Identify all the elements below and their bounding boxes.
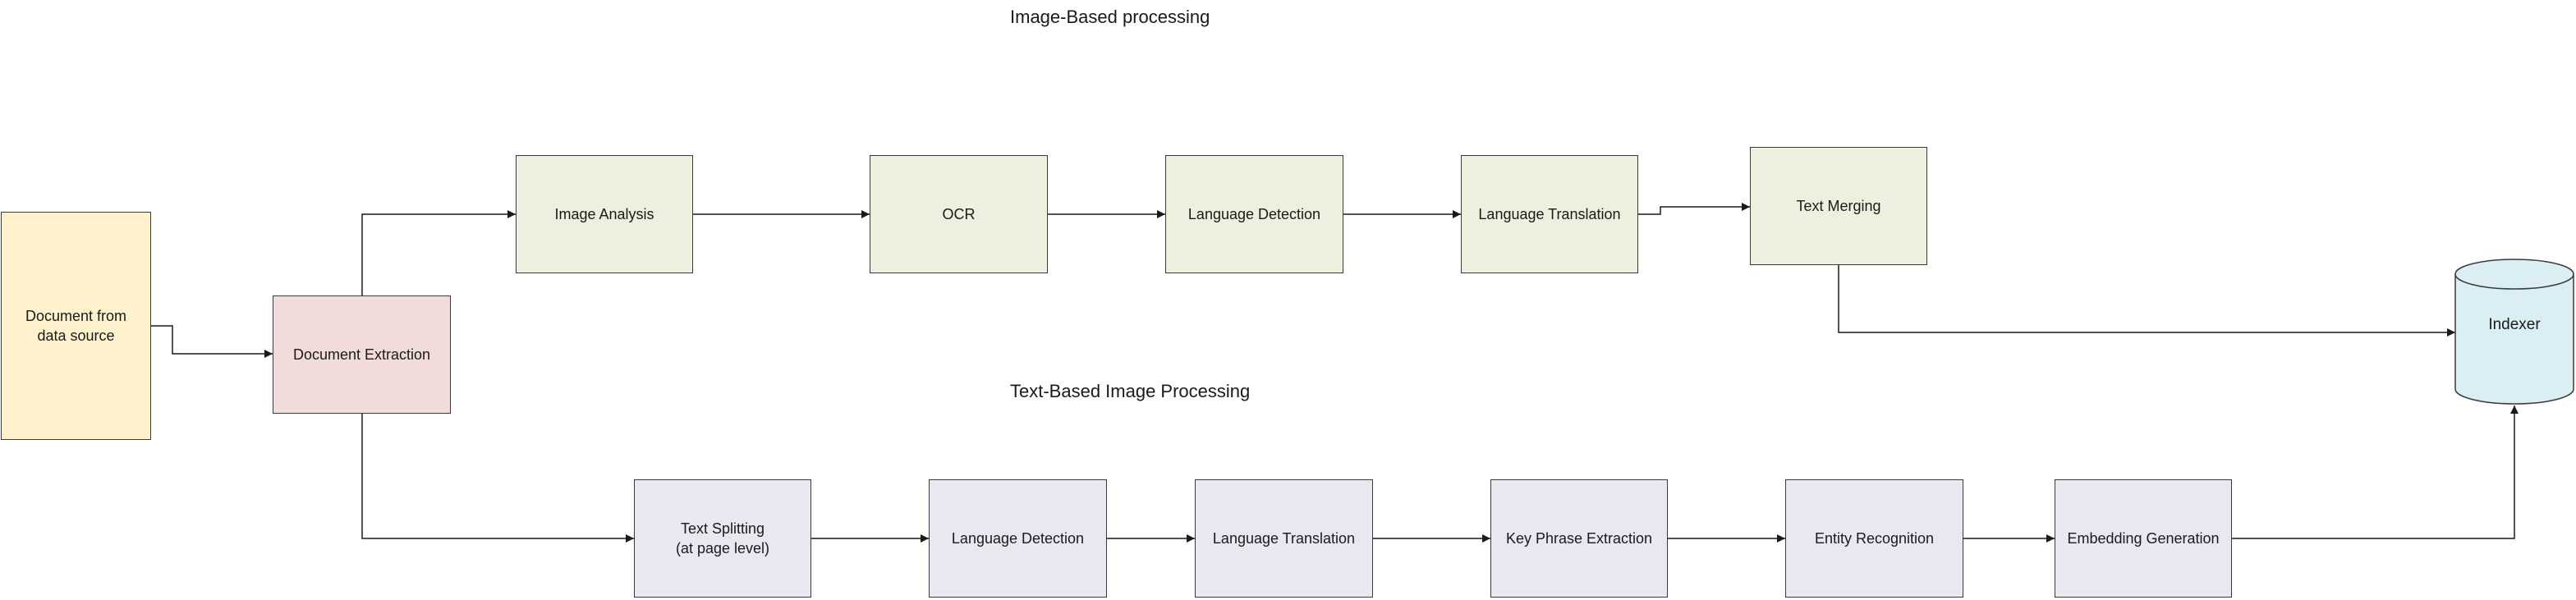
document-extraction-node[interactable]: Document Extraction (273, 295, 451, 414)
connector-embedding-to-indexer (2232, 405, 2519, 539)
connector-extraction-to-image-analysis (361, 210, 516, 295)
entity-recognition-node[interactable]: Entity Recognition (1785, 479, 1963, 598)
image-language-translation-node[interactable]: Language Translation (1461, 155, 1638, 273)
connector-text-merging-to-indexer (1838, 265, 2455, 337)
key-phrase-extraction-node[interactable]: Key Phrase Extraction (1490, 479, 1668, 598)
text-based-processing-title: Text-Based Image Processing (1010, 381, 1251, 401)
document-source-node[interactable]: Document from data source (1, 212, 151, 440)
text-splitting-node[interactable]: Text Splitting (at page level) (634, 479, 811, 598)
indexer-cylinder[interactable] (2454, 259, 2574, 405)
text-language-detection-node[interactable]: Language Detection (929, 479, 1107, 598)
image-analysis-node[interactable]: Image Analysis (516, 155, 693, 273)
embedding-generation-node[interactable]: Embedding Generation (2055, 479, 2232, 598)
connector-source-to-extraction (151, 325, 273, 358)
connector-extraction-to-text-splitting (361, 413, 634, 543)
indexer-label: Indexer (2488, 316, 2541, 333)
image-based-processing-title: Image-Based processing (1010, 7, 1210, 27)
text-merging-node[interactable]: Text Merging (1750, 147, 1927, 265)
ocr-node[interactable]: OCR (870, 155, 1048, 273)
text-language-translation-node[interactable]: Language Translation (1195, 479, 1373, 598)
connector-translation-to-text-merging (1638, 203, 1750, 215)
image-language-detection-node[interactable]: Language Detection (1165, 155, 1343, 273)
